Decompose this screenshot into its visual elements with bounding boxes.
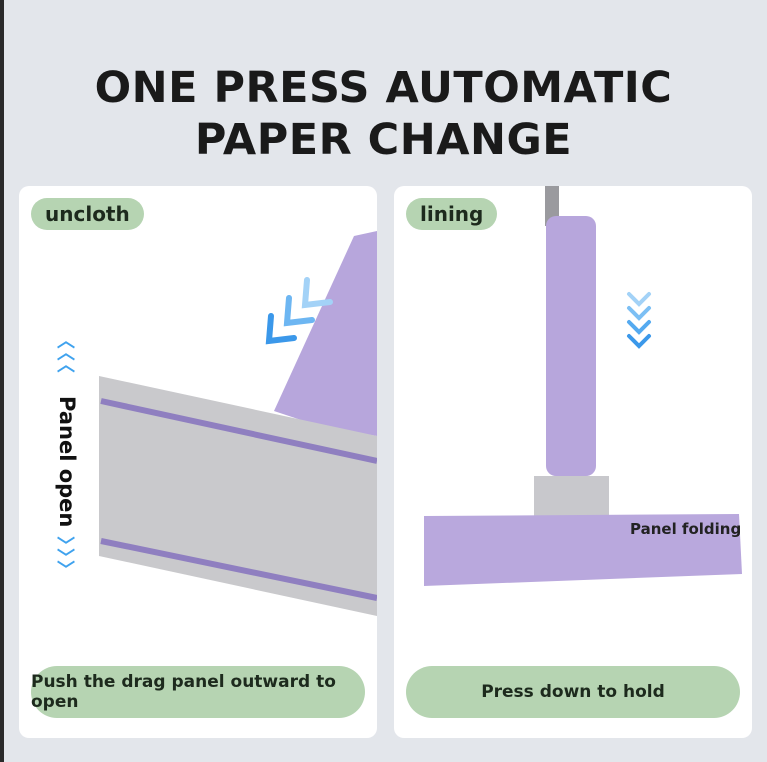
chevrons-up-icon: ︿︿︿ xyxy=(57,331,75,376)
tag-lining: lining xyxy=(406,198,498,230)
arrows-down-icon xyxy=(627,292,651,349)
mop-handle xyxy=(274,231,377,436)
mop-open-illustration xyxy=(99,231,377,616)
mop-folding-illustration xyxy=(424,186,742,586)
panel-folding-label: Panel folding xyxy=(630,520,742,538)
mop-handle xyxy=(546,216,596,476)
caption-push-open: Push the drag panel outward to open xyxy=(31,666,365,718)
panel-open-label: Panel open xyxy=(55,396,79,528)
tag-uncloth: uncloth xyxy=(31,198,144,230)
left-edge xyxy=(0,0,4,762)
arrows-down-left-icon xyxy=(265,277,333,345)
mop-base xyxy=(424,514,742,586)
chevrons-down-icon: ﹀﹀﹀ xyxy=(57,536,75,581)
panel-lining: lining Panel folding Press down to hold xyxy=(394,186,752,738)
title-line-1: ONE PRESS AUTOMATIC xyxy=(94,63,673,113)
title-line-2: PAPER CHANGE xyxy=(194,115,573,165)
panel-uncloth: uncloth ︿︿︿ Panel open ﹀﹀﹀ Push the drag… xyxy=(19,186,377,738)
caption-press-hold: Press down to hold xyxy=(406,666,740,718)
